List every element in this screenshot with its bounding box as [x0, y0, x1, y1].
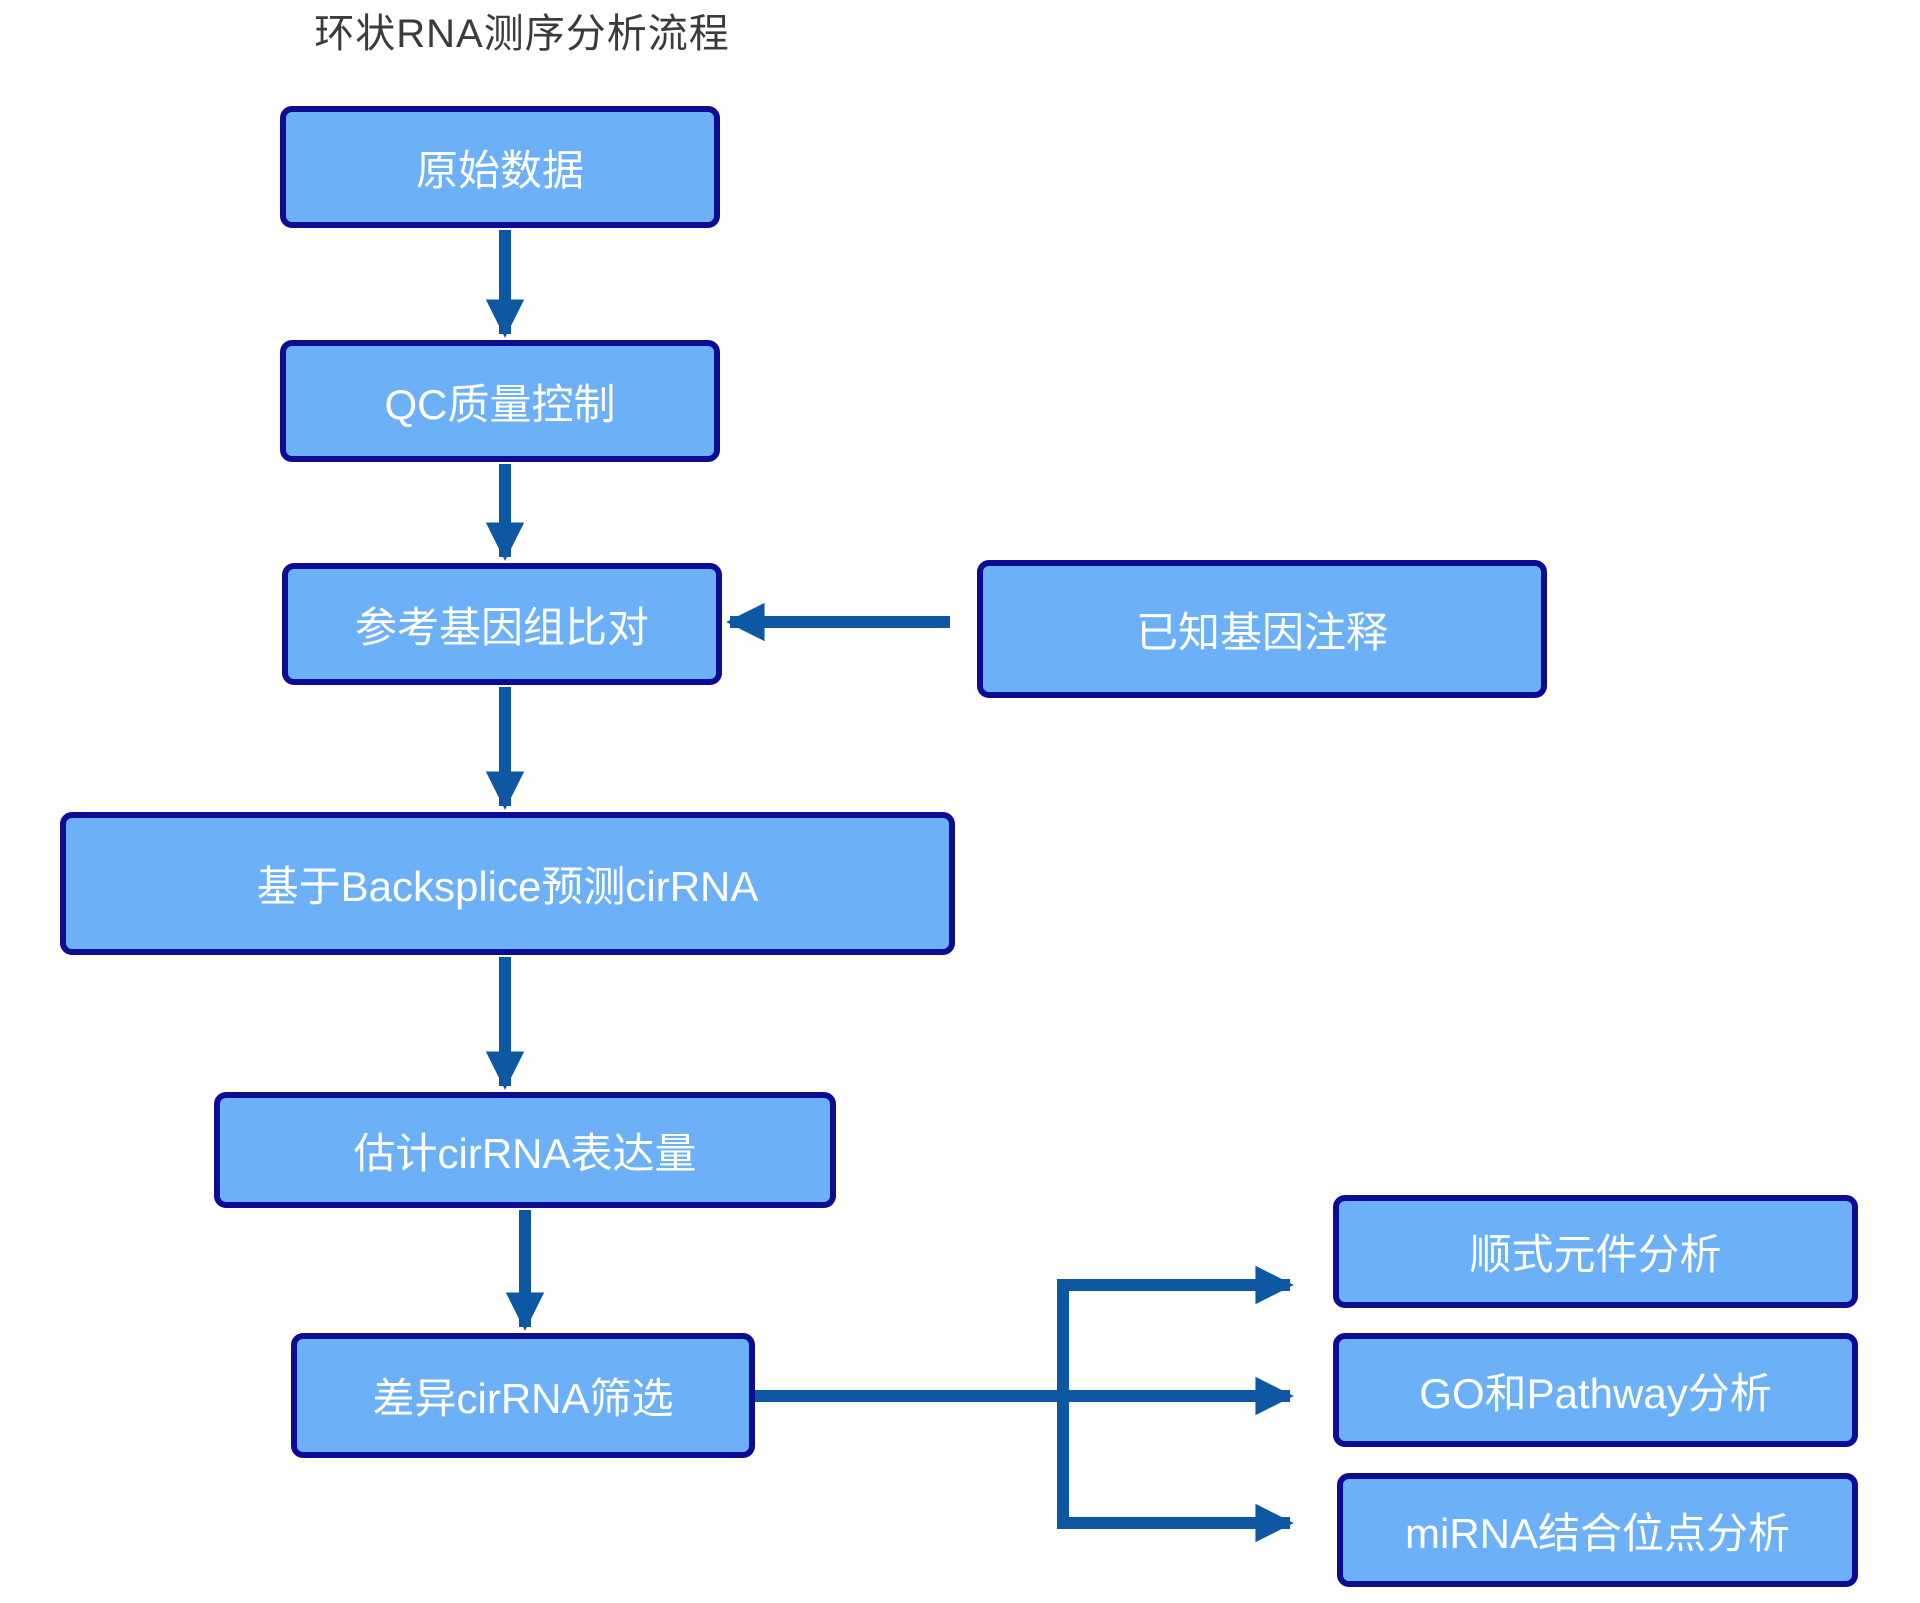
node-cis-element-analysis-label: 顺式元件分析 — [1469, 1231, 1722, 1278]
node-expression-estimation: 估计cirRNA表达量 — [214, 1092, 836, 1208]
node-cis-element-analysis: 顺式元件分析 — [1333, 1195, 1858, 1308]
node-differential-screening-label: 差异cirRNA筛选 — [372, 1375, 674, 1422]
node-mirna-binding-site-analysis-label: miRNA结合位点分析 — [1405, 1509, 1790, 1557]
node-expression-estimation-label: 估计cirRNA表达量 — [353, 1129, 697, 1177]
node-known-gene-annotation: 已知基因注释 — [977, 560, 1547, 698]
node-raw-data: 原始数据 — [280, 106, 720, 228]
node-qc-quality-control: QC质量控制 — [280, 340, 720, 462]
node-go-pathway-analysis: GO和Pathway分析 — [1333, 1333, 1858, 1447]
node-backsplice-prediction-label: 基于Backsplice预测cirRNA — [256, 863, 759, 910]
node-backsplice-prediction: 基于Backsplice预测cirRNA — [60, 812, 955, 955]
node-reference-genome-alignment: 参考基因组比对 — [282, 563, 722, 685]
node-mirna-binding-site-analysis: miRNA结合位点分析 — [1337, 1473, 1858, 1587]
node-go-pathway-analysis-label: GO和Pathway分析 — [1419, 1369, 1772, 1417]
diagram-title: 环状RNA测序分析流程 — [314, 12, 730, 56]
node-reference-genome-alignment-label: 参考基因组比对 — [354, 603, 649, 651]
node-known-gene-annotation-label: 已知基因注释 — [1135, 608, 1388, 656]
node-differential-screening: 差异cirRNA筛选 — [291, 1333, 755, 1458]
node-qc-quality-control-label: QC质量控制 — [384, 380, 616, 428]
node-raw-data-label: 原始数据 — [415, 146, 584, 194]
